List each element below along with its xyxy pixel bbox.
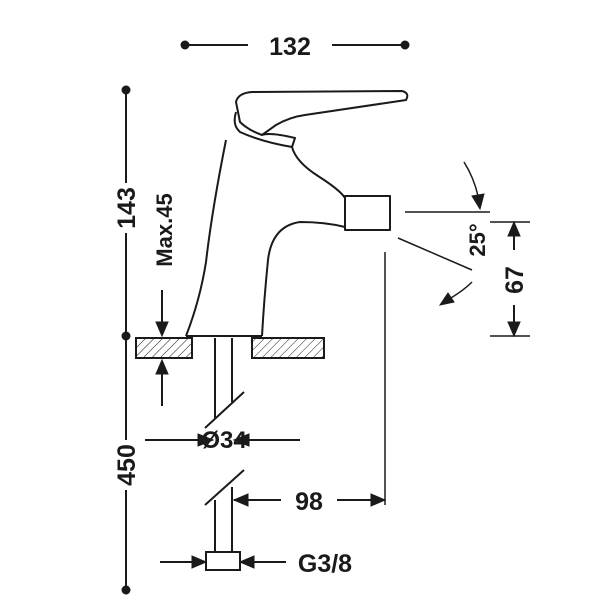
connection-thread-label: G3/8	[298, 550, 352, 578]
outlet-height-label: 67	[501, 266, 529, 294]
countertop	[135, 337, 325, 359]
deck-thickness-label: Max.45	[152, 193, 177, 266]
width-dimension-132	[180, 40, 410, 50]
spout-angle-label: 25°	[465, 223, 490, 256]
spout-reach-label: 98	[295, 488, 323, 516]
spout-reach-dimension	[232, 252, 387, 507]
outlet-height-dimension	[490, 220, 530, 338]
tail-diameter-arrows	[145, 433, 300, 447]
supply-tail	[204, 338, 245, 571]
mixer-body	[185, 90, 409, 337]
connection-arrows	[160, 555, 286, 569]
spout-angle-dimension	[397, 161, 490, 306]
height-dimension-line	[121, 85, 131, 595]
tail-diameter-label: Ø34	[201, 427, 247, 454]
width-dimension-label: 132	[269, 33, 311, 61]
deck-thickness-arrows	[155, 290, 169, 406]
supply-length-label: 450	[113, 444, 141, 486]
height-dimension-label: 143	[113, 187, 141, 229]
